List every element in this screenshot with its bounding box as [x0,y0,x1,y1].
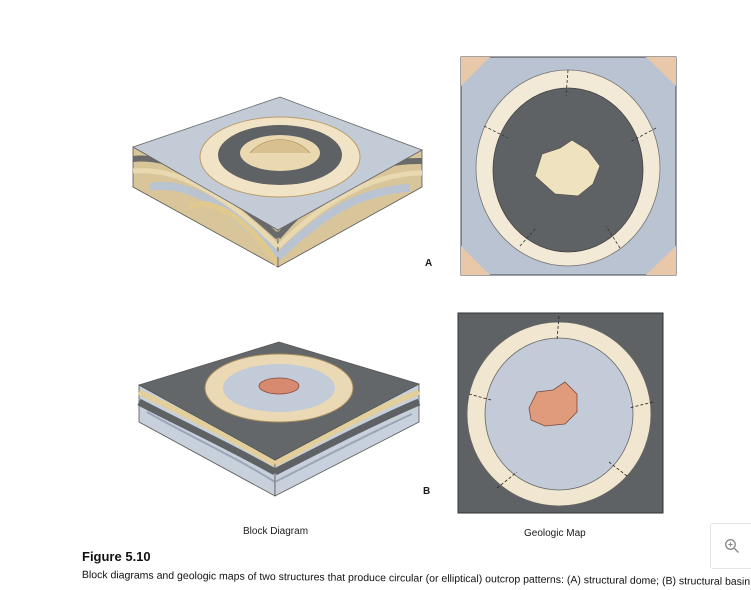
geologic-map-label: Geologic Map [524,528,586,539]
block-diagram-dome [132,96,423,268]
panel-b-letter: B [423,486,431,497]
geologic-map-dome [460,56,677,276]
figure-title: Figure 5.10 [82,549,151,564]
zoom-in-icon [724,539,739,553]
figure-caption: Block diagrams and geologic maps of two … [81,569,751,589]
block-diagram-basin [137,341,421,497]
block-diagram-label: Block Diagram [243,526,309,537]
zoom-button[interactable] [710,523,751,569]
geologic-map-basin [457,312,664,514]
panel-a-letter: A [425,258,433,269]
